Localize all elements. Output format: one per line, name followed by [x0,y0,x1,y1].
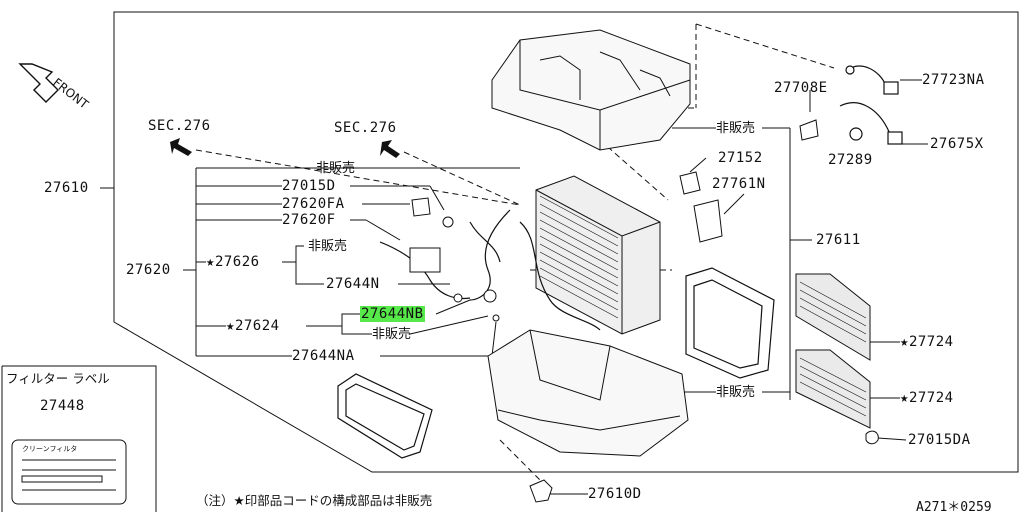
part-27624-row[interactable]: ★27624 [226,318,280,334]
part-27152-label[interactable]: 27152 [718,150,763,166]
filter-label-box-title: フィルター ラベル [6,371,110,386]
seal-frame-drawing [337,373,433,459]
part-27644N-label[interactable]: 27644N [326,276,380,292]
diagram-frame [113,11,1019,473]
sec-276-left-label: SEC.276 [148,118,211,134]
filter-frame-27611-drawing [685,267,775,379]
filter-27724-upper-drawing [795,273,871,361]
part-27624-label[interactable]: 27624 [234,318,280,334]
star-icon: ★ [900,334,909,350]
filter-label-sticker-drawing [11,439,127,505]
part-27015D-label[interactable]: 27015D [282,178,336,194]
harness-27675X-drawing [839,102,903,145]
sensor-27152-drawing [679,171,701,195]
part-27620F-drawing [409,247,441,273]
part-27708E-drawing [799,119,819,141]
clip-27015DA-drawing [865,430,879,445]
part-27761N-label[interactable]: 27761N [712,176,766,192]
part-27644NA-label[interactable]: 27644NA [292,348,355,364]
sec-arrow-right-icon [380,140,400,158]
part-27289-drawing [849,127,863,141]
sticker-title: クリーンフィルタ [22,445,78,453]
part-27723NA-label[interactable]: 27723NA [922,72,985,88]
part-27724-lower-label[interactable]: 27724 [908,390,954,406]
front-arrow-icon [18,63,59,103]
filter-27724-lower-drawing [795,349,871,429]
part-27620FA-label[interactable]: 27620FA [282,196,345,212]
part-27675X-label[interactable]: 27675X [930,136,984,152]
part-27724-upper-label[interactable]: 27724 [908,334,954,350]
star-icon: ★ [206,254,215,270]
part-27015D-drawing [442,216,454,228]
star-icon: ★ [226,318,235,334]
part-27610-label[interactable]: 27610 [44,180,89,196]
part-27620-label[interactable]: 27620 [126,262,171,278]
lower-case-drawing [487,329,689,457]
part-27724-lower-row[interactable]: ★27724 [900,390,954,406]
actuator-27761N-drawing [693,199,723,243]
expansion-valve-drawing [483,289,497,303]
sec-arrow-left-icon [170,138,192,156]
part-27620FA-drawing [411,197,431,217]
not-sold-label-lower-case: 非販売 [716,385,756,400]
part-27644NB-label-highlighted[interactable]: 27644NB [360,306,425,322]
not-sold-label-upper-case: 非販売 [716,121,756,136]
harness-27723NA-drawing [845,65,899,95]
part-27708E-label[interactable]: 27708E [774,80,828,96]
bolt-27610D-drawing [529,479,553,503]
part-27626-label[interactable]: 27626 [214,254,260,270]
part-27015DA-label[interactable]: 27015DA [908,432,971,448]
part-27289-label[interactable]: 27289 [828,152,873,168]
part-27448-label[interactable]: 27448 [40,398,85,414]
front-label: FRONT [50,75,91,112]
not-sold-label-top: 非販売 [316,161,356,176]
part-27611-label[interactable]: 27611 [816,232,861,248]
evaporator-core-drawing [535,175,661,335]
not-sold-label-27626: 非販売 [308,239,348,254]
sec-276-right-label: SEC.276 [334,120,397,136]
part-27724-upper-row[interactable]: ★27724 [900,334,954,350]
upper-case-drawing [491,29,691,151]
not-sold-label-27624: 非販売 [372,327,412,342]
star-icon: ★ [900,390,909,406]
drawing-code: A271＊0259 [916,500,992,515]
filter-label-box [1,365,157,512]
part-27626-row[interactable]: ★27626 [206,254,260,270]
part-27620F-label[interactable]: 27620F [282,212,336,228]
part-27610D-label[interactable]: 27610D [588,486,642,502]
footnote: （注）★印部品コードの構成部品は非販売 [196,493,433,508]
